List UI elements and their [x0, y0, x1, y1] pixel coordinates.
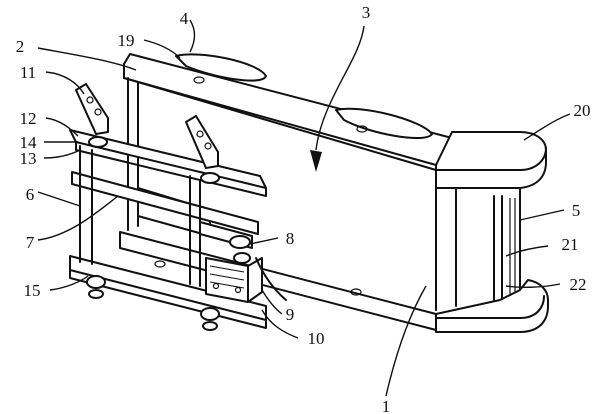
- label-19: 19: [118, 31, 135, 50]
- label-4: 4: [180, 9, 189, 28]
- label-11: 11: [20, 63, 36, 82]
- label-8: 8: [286, 229, 295, 248]
- leader-lines: [37, 19, 571, 397]
- reference-numerals: 1 2 3 4 5 6 7 8 9 10 11 12 13 14 15 19 2…: [16, 3, 591, 414]
- label-7: 7: [26, 233, 35, 252]
- label-3: 3: [362, 3, 371, 22]
- label-21: 21: [562, 235, 579, 254]
- label-15: 15: [24, 281, 41, 300]
- label-2: 2: [16, 37, 25, 56]
- clamp-assembly: [69, 83, 287, 331]
- label-20: 20: [574, 101, 591, 120]
- label-22: 22: [570, 275, 587, 294]
- label-5: 5: [572, 201, 581, 220]
- label-13: 13: [20, 149, 37, 168]
- label-14: 14: [20, 133, 38, 152]
- label-10: 10: [308, 329, 325, 348]
- label-6: 6: [26, 185, 35, 204]
- label-1: 1: [382, 397, 391, 414]
- label-9: 9: [286, 305, 295, 324]
- label-12: 12: [20, 109, 37, 128]
